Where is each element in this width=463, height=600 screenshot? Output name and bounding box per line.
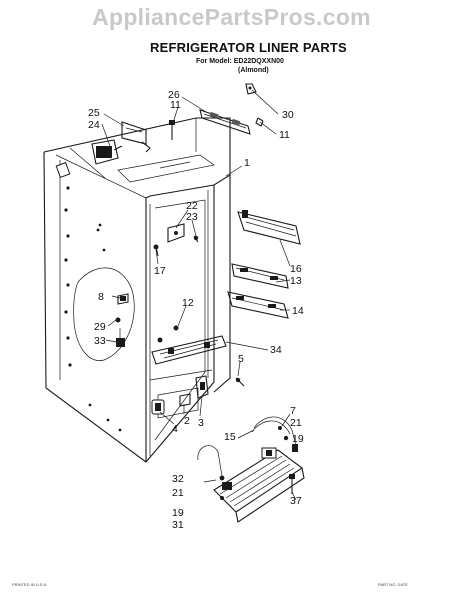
part-24-25-light-assembly [91,121,151,165]
part-29-screw [115,317,121,323]
callout-16: 16 [290,263,302,275]
part-14-rail [227,291,289,319]
leader-lines [101,89,297,501]
part-37-screw [289,474,295,494]
callout-23: 23 [186,211,198,223]
part-30-clip [245,83,257,95]
model-line: For Model: ED22DQXXN00 [196,58,284,65]
callout-33: 33 [94,335,106,347]
callout-30: 30 [282,109,294,121]
callout-21-left: 21 [172,487,184,499]
part-11-screw-left [169,120,175,140]
part-34-crisper-cover [151,335,227,365]
part-15-harness [251,416,298,452]
callout-17: 17 [154,265,166,277]
callout-31: 31 [172,519,184,531]
callout-26: 26 [168,89,180,101]
callout-1: 1 [244,157,250,169]
callout-25: 25 [88,107,100,119]
callout-14: 14 [292,305,304,317]
callout-7: 7 [290,405,296,417]
liner-cabinet [43,117,231,463]
callout-22: 22 [186,200,198,212]
part-2-clip [179,393,191,407]
page-title: REFRIGERATOR LINER PARTS [150,40,347,55]
part-19-21-fasteners [220,426,289,500]
footer-right-print: PART NO. DATE [378,582,408,587]
callout-3: 3 [198,417,204,429]
callout-15: 15 [224,431,236,443]
callout-19-right: 19 [292,433,304,445]
callout-numbers: 26 11 30 11 25 24 1 22 23 17 16 13 14 8 … [88,89,304,531]
callout-4: 4 [172,423,178,435]
callout-11-left: 11 [170,99,181,111]
callout-12: 12 [182,297,194,309]
callout-19-left: 19 [172,507,184,519]
callout-13: 13 [290,275,302,287]
callout-5: 5 [238,353,244,365]
callout-11-right: 11 [279,129,290,141]
part-16-rail [237,210,301,245]
part-17-screw [153,244,159,257]
callout-37: 37 [290,495,302,507]
callout-24: 24 [88,119,100,131]
callout-21-right: 21 [290,417,302,429]
part-22-bracket [167,223,185,243]
callout-29: 29 [94,321,106,333]
part-11-screw-right [255,117,264,127]
color-note: (Almond) [238,67,269,74]
callout-34: 34 [270,344,282,356]
watermark: AppliancePartsPros.com [92,4,371,30]
part-8-clip [117,293,129,305]
part-4-grommet [151,399,165,415]
callout-32: 32 [172,473,184,485]
part-13-rail [231,263,289,289]
callout-2: 2 [184,415,190,427]
footer-left-print: PRINTED IN U.S.A. [12,582,48,587]
part-33-connector [116,328,125,347]
callout-8: 8 [98,291,104,303]
part-3-bracket [195,375,209,399]
part-26-bracket [199,109,251,135]
part-23-screw [193,235,199,243]
part-32-wire [197,445,225,481]
part-12-screws [157,325,179,343]
part-5-screw [235,377,245,387]
part-31-crisper-housing [213,447,305,523]
